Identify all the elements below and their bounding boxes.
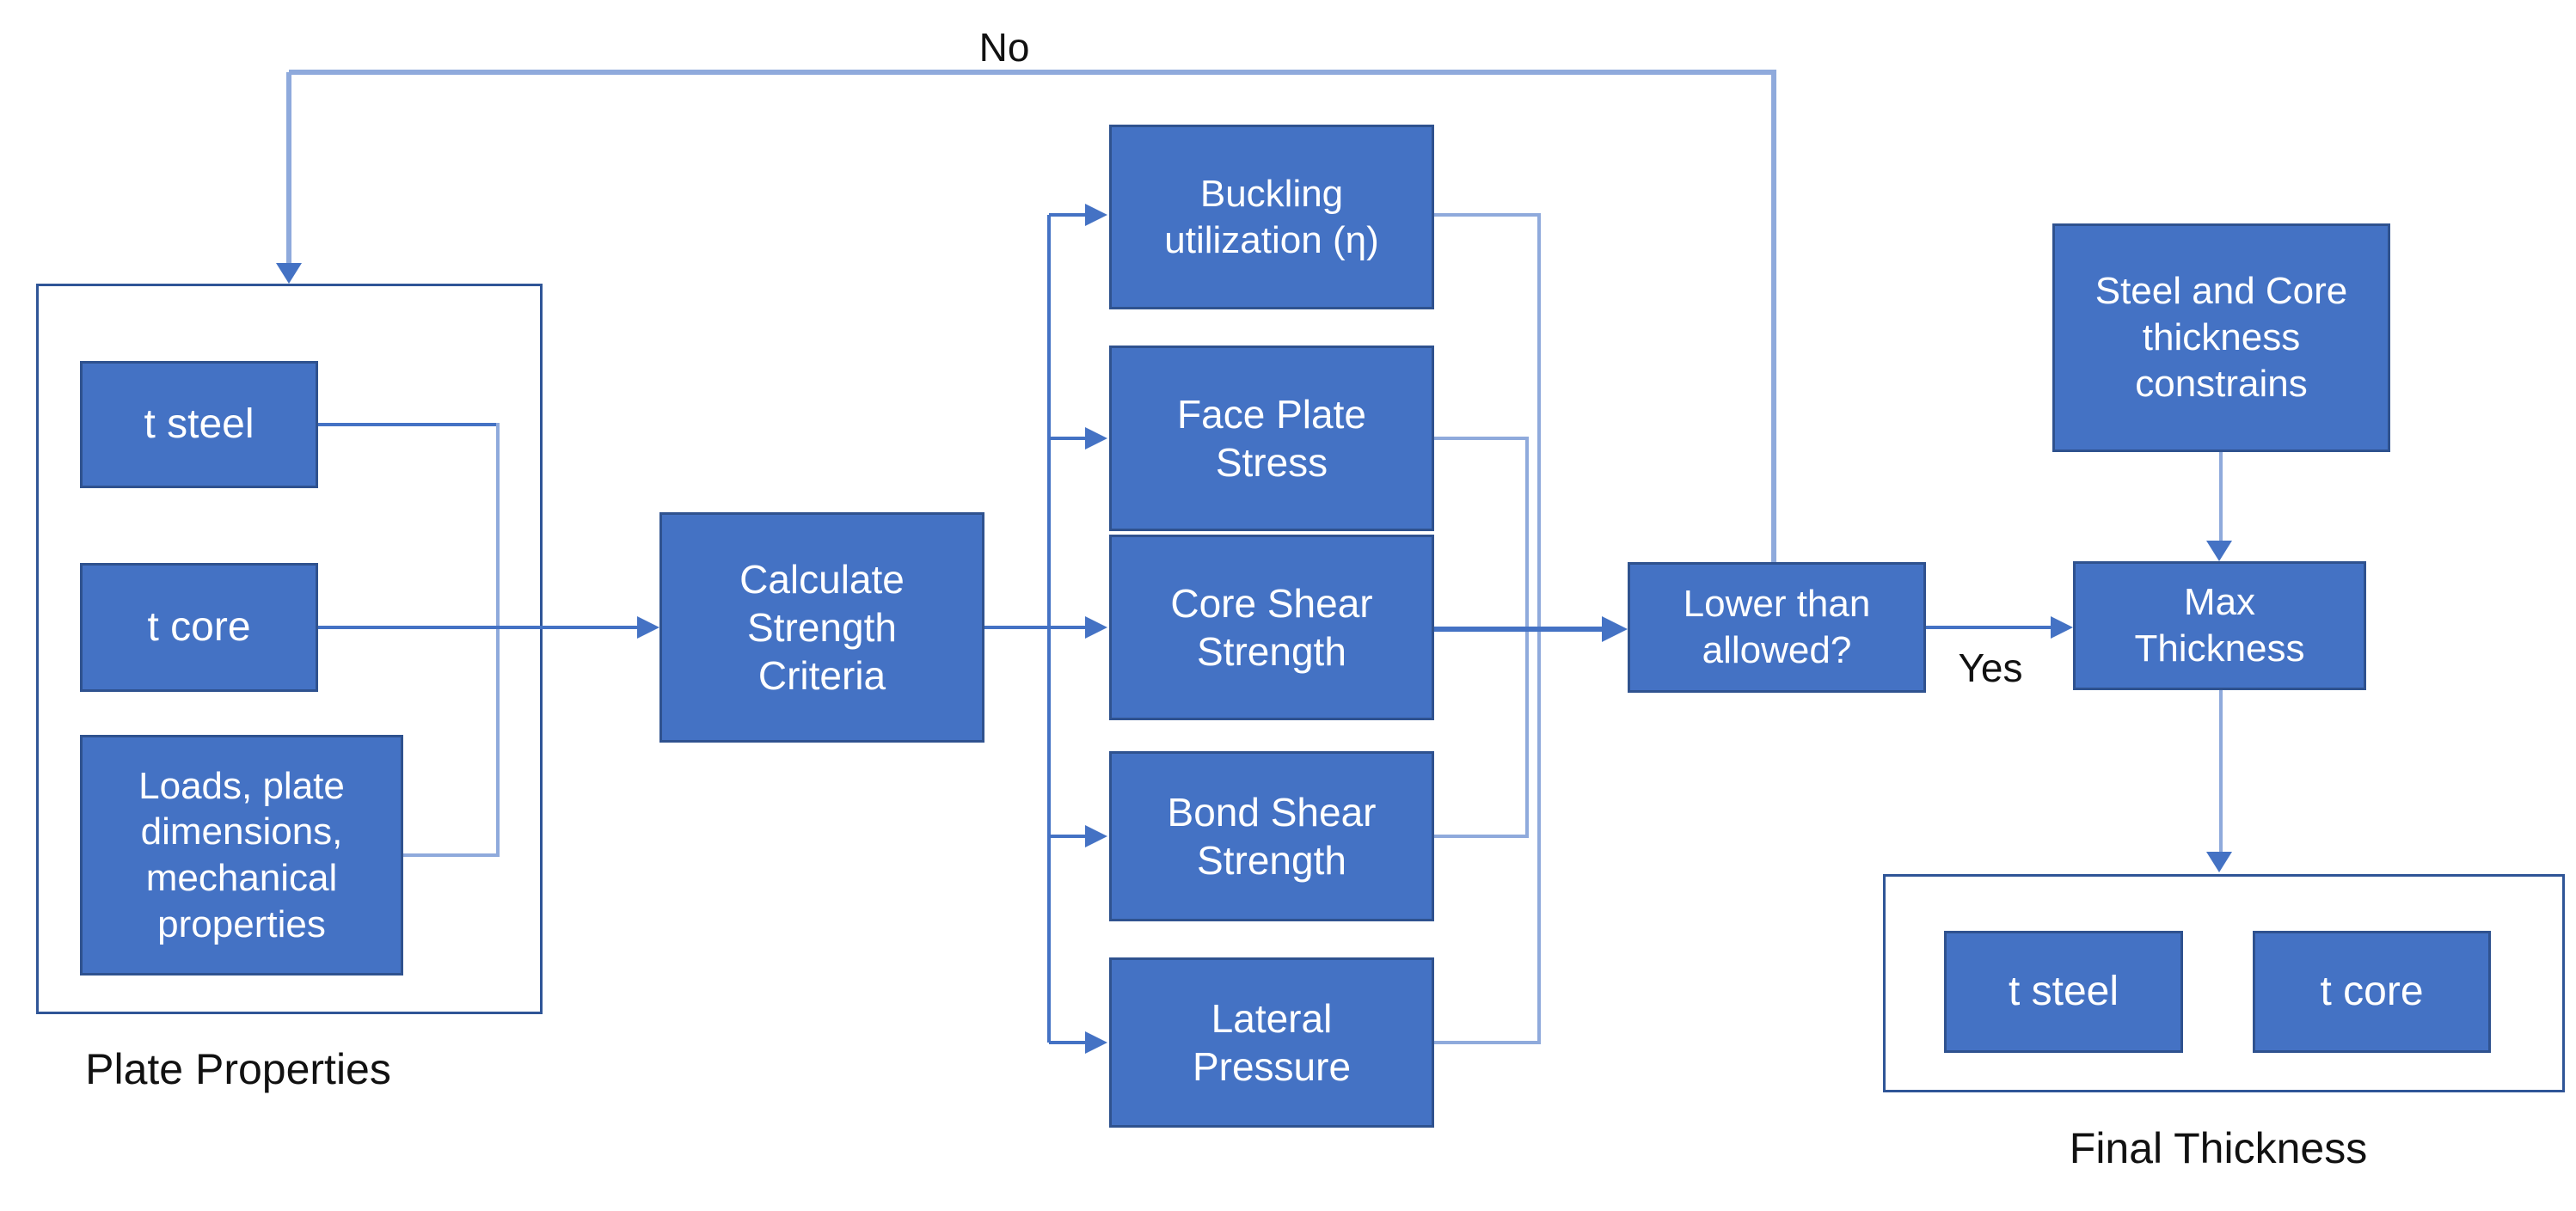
no-label: No	[978, 24, 1030, 70]
t-steel-label: t steel	[144, 401, 255, 447]
final-t-steel-box: t steel	[1944, 931, 2183, 1053]
connector-tcore-to-calculate	[318, 626, 641, 629]
bond-shear-strength-label: Bond Shear Strength	[1167, 789, 1377, 883]
connector-max-to-final	[2219, 690, 2223, 853]
arrowhead-into-bondshear	[1085, 825, 1107, 847]
connector-yes	[1926, 626, 2052, 629]
arrowhead-into-buckling	[1085, 204, 1107, 226]
face-plate-stress-box: Face Plate Stress	[1109, 346, 1434, 531]
buckling-utilization-label: Buckling utilization (η)	[1164, 172, 1379, 261]
thickness-constraints-box: Steel and Core thickness constrains	[2052, 223, 2390, 452]
face-plate-stress-label: Face Plate Stress	[1177, 391, 1366, 485]
final-t-steel-label: t steel	[2008, 968, 2119, 1014]
lateral-pressure-label: Lateral Pressure	[1192, 995, 1352, 1089]
connector-no-left-drop	[286, 72, 291, 265]
connector-distributor	[1047, 215, 1051, 1043]
plate-properties-label: Plate Properties	[85, 1045, 391, 1094]
yes-label: Yes	[1958, 645, 2023, 690]
connector-no-top	[289, 70, 1776, 75]
loads-box: Loads, plate dimensions, mechanical prop…	[80, 735, 403, 976]
connector-branch-faceplate	[1049, 437, 1087, 440]
buckling-utilization-box: Buckling utilization (η)	[1109, 125, 1434, 309]
connector-loads-feed	[403, 853, 499, 857]
t-core-box: t core	[80, 563, 318, 692]
connector-feed-junction	[496, 423, 500, 857]
final-thickness-container	[1883, 874, 2565, 1092]
arrowhead-into-plate-container	[276, 263, 302, 284]
connector-lateral-out	[1434, 1041, 1541, 1044]
connector-bondshear-out	[1434, 835, 1529, 838]
final-t-core-label: t core	[2320, 968, 2424, 1014]
max-thickness-box: Max Thickness	[2073, 561, 2366, 690]
calculate-strength-box: Calculate Strength Criteria	[659, 512, 984, 743]
final-thickness-label: Final Thickness	[2069, 1124, 2368, 1173]
connector-no-right-drop	[1771, 72, 1776, 562]
arrowhead-into-faceplate	[1085, 427, 1107, 450]
thickness-constraints-label: Steel and Core thickness constrains	[2095, 270, 2348, 405]
calculate-strength-label: Calculate Strength Criteria	[739, 556, 905, 699]
plate-properties-container	[36, 284, 543, 1014]
connector-faceplate-out	[1434, 437, 1529, 440]
final-t-core-box: t core	[2253, 931, 2491, 1053]
lower-than-allowed-box: Lower than allowed?	[1628, 562, 1926, 693]
arrowhead-into-max	[2051, 616, 2073, 639]
lateral-pressure-box: Lateral Pressure	[1109, 957, 1434, 1128]
arrowhead-into-final-container	[2206, 852, 2232, 872]
connector-branch-buckling	[1049, 213, 1087, 217]
arrowhead-into-calculate	[637, 616, 659, 639]
connector-branch-lateral	[1049, 1041, 1087, 1044]
arrowhead-constraints-to-max	[2206, 541, 2232, 561]
connector-buckling-out	[1434, 213, 1541, 217]
arrowhead-into-lateral	[1085, 1031, 1107, 1054]
loads-label: Loads, plate dimensions, mechanical prop…	[138, 764, 345, 945]
lower-than-allowed-label: Lower than allowed?	[1683, 583, 1871, 671]
connector-criteria-to-decision	[1434, 627, 1606, 632]
max-thickness-label: Max Thickness	[2134, 581, 2305, 670]
arrowhead-into-decision	[1602, 616, 1628, 642]
arrowhead-into-coreshear	[1085, 616, 1107, 639]
bond-shear-strength-box: Bond Shear Strength	[1109, 751, 1434, 921]
connector-tsteel-feed	[318, 423, 499, 426]
connector-constraints-to-max	[2219, 452, 2223, 542]
connector-branch-bondshear	[1049, 835, 1087, 838]
t-steel-box: t steel	[80, 361, 318, 488]
connector-calculate-to-core	[984, 626, 1087, 629]
connector-collector-inner	[1525, 437, 1529, 838]
core-shear-strength-box: Core Shear Strength	[1109, 535, 1434, 720]
t-core-label: t core	[147, 603, 251, 650]
core-shear-strength-label: Core Shear Strength	[1170, 580, 1373, 674]
